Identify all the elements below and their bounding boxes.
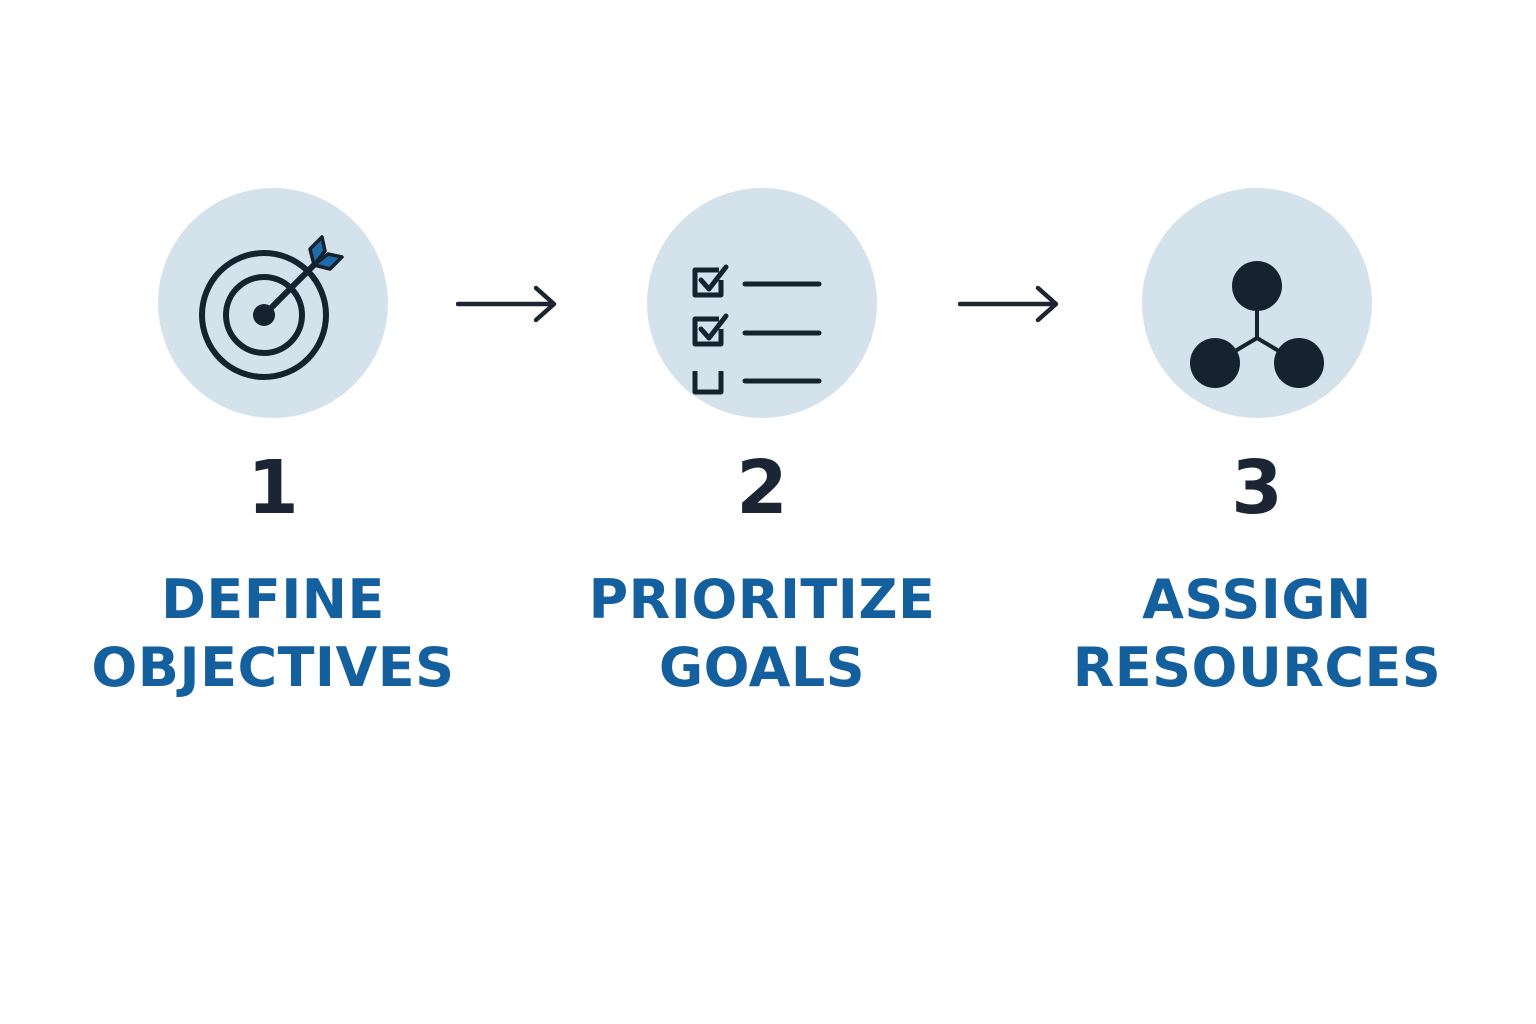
step-1-label-line-1: DEFINE xyxy=(161,568,385,631)
step-2-label-line-1: PRIORITIZE xyxy=(588,568,936,631)
checklist-icon xyxy=(692,264,822,395)
step-1: 1 DEFINE OBJECTIVES xyxy=(33,188,513,702)
step-1-circle xyxy=(158,188,388,418)
step-2-label-line-2: GOALS xyxy=(658,636,866,699)
network-nodes-icon xyxy=(1190,261,1324,388)
step-2: 2 PRIORITIZE GOALS xyxy=(522,188,1002,702)
arrow-right-icon xyxy=(456,285,557,323)
step-3-label-line-2: RESOURCES xyxy=(1072,636,1442,699)
step-1-label: DEFINE OBJECTIVES xyxy=(33,566,513,702)
step-3-label-line-1: ASSIGN xyxy=(1142,568,1372,631)
step-1-number: 1 xyxy=(247,445,299,531)
step-2-label: PRIORITIZE GOALS xyxy=(522,566,1002,702)
step-1-label-line-2: OBJECTIVES xyxy=(91,636,455,699)
step-2-circle xyxy=(647,188,877,418)
step-3: 3 ASSIGN RESOURCES xyxy=(1017,188,1497,702)
step-2-number: 2 xyxy=(736,445,788,531)
step-3-label: ASSIGN RESOURCES xyxy=(1017,566,1497,702)
step-3-circle xyxy=(1142,188,1372,418)
step-3-number: 3 xyxy=(1231,445,1283,531)
target-icon xyxy=(199,235,344,380)
arrow-right-icon xyxy=(958,285,1059,323)
